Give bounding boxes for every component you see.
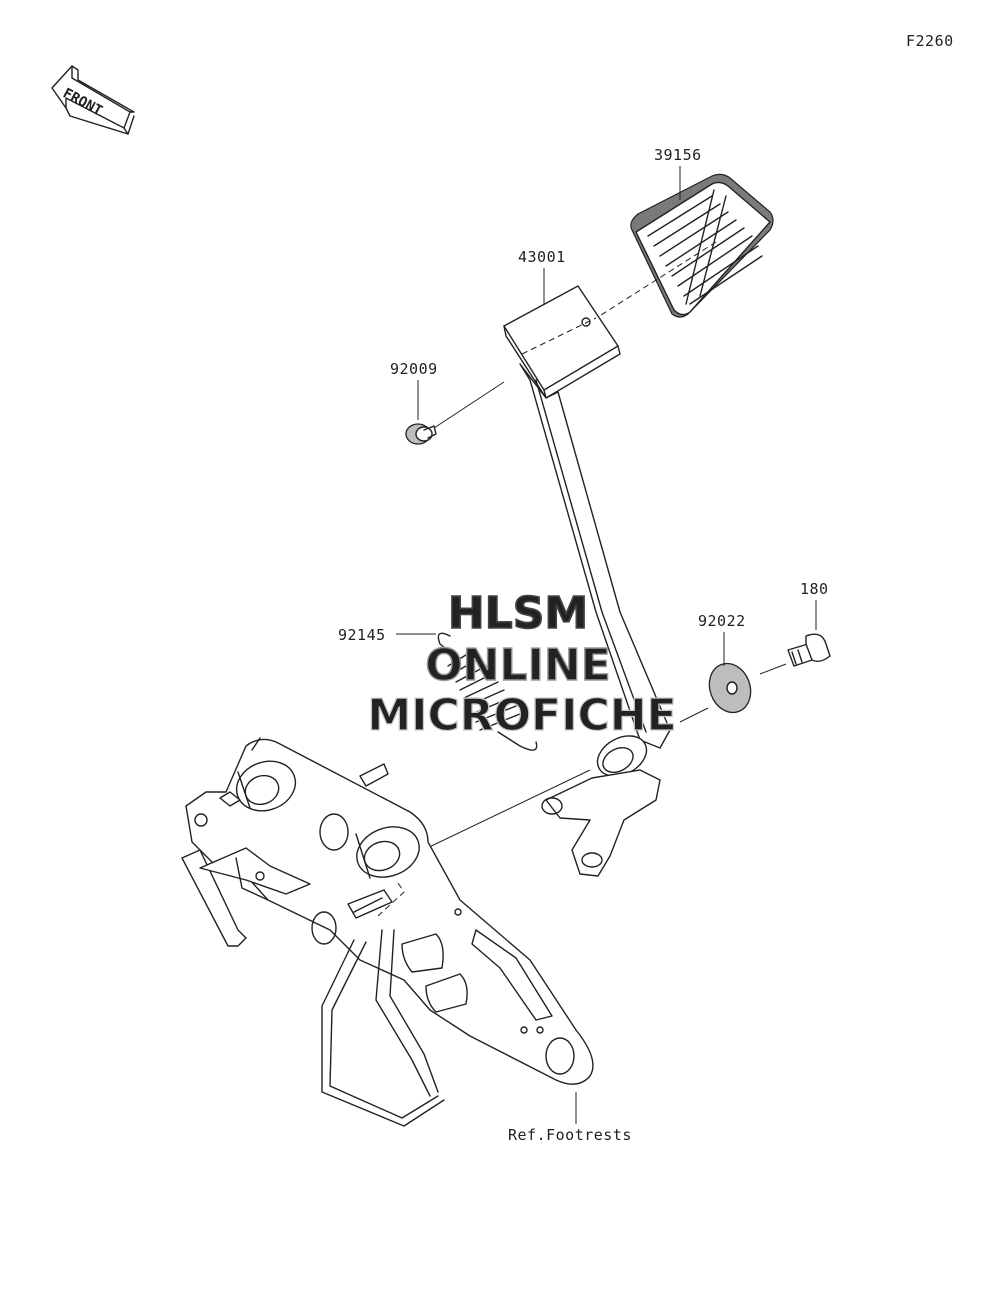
bolt-180 — [787, 633, 831, 667]
part-label-92145: 92145 — [338, 626, 386, 644]
switch-rod — [321, 889, 445, 1127]
part-label-92022: 92022 — [698, 612, 746, 630]
part-label-43001: 43001 — [518, 248, 566, 266]
watermark-line-2: ONLINE — [425, 640, 611, 691]
nut-92009 — [405, 423, 437, 445]
front-arrow-icon — [51, 65, 135, 135]
spring-92145 — [437, 632, 538, 751]
watermark-line-1: HLSM — [448, 588, 588, 639]
part-label-180: 180 — [800, 580, 829, 598]
watermark-line-3: MICROFICHE — [367, 690, 676, 741]
part-label-ref-footrests: Ref.Footrests — [508, 1126, 632, 1144]
part-label-39156: 39156 — [654, 146, 702, 164]
footrest-bracket — [181, 737, 594, 1085]
washer-92022 — [708, 662, 752, 714]
diagram-code: F2260 — [906, 32, 954, 50]
brake-pedal-pad-39156 — [630, 173, 774, 318]
part-label-92009: 92009 — [390, 360, 438, 378]
pedal-arm-43001 — [503, 285, 671, 877]
watermark: HLSM ONLINE MICROFICHE — [367, 587, 678, 741]
